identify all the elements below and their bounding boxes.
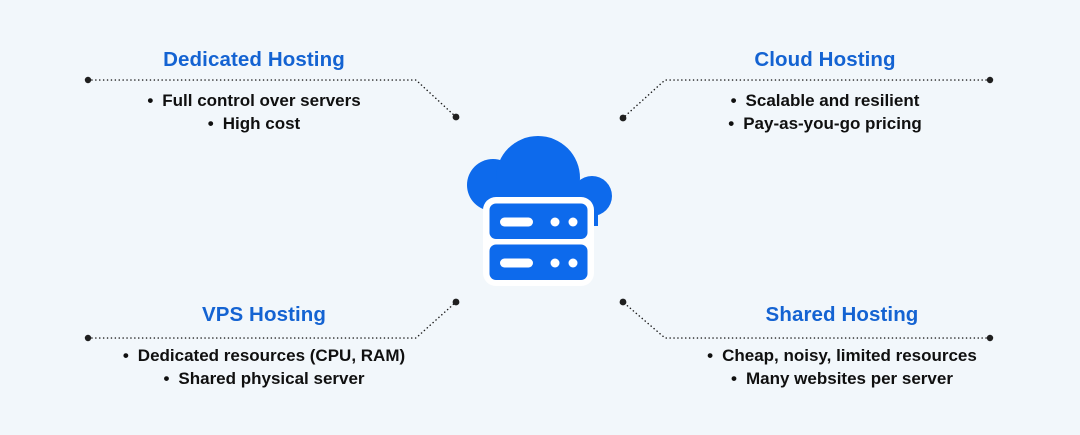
bullet-item: Cheap, noisy, limited resources	[662, 344, 1022, 367]
connector-vps-hosting	[84, 298, 460, 342]
quadrant-vps-hosting: VPS Hosting Dedicated resources (CPU, RA…	[84, 301, 444, 390]
bullet-item: Dedicated resources (CPU, RAM)	[84, 344, 444, 367]
connector-dedicated-hosting	[84, 76, 460, 121]
bullet-item: Many websites per server	[662, 367, 1022, 390]
quadrant-title: Cloud Hosting	[754, 48, 896, 71]
server-rack-shape	[483, 197, 594, 286]
cloud-server-icon	[467, 136, 612, 286]
quadrant-dedicated-hosting: Dedicated Hosting Full control over serv…	[74, 46, 434, 135]
bullet-item: Scalable and resilient	[645, 89, 1005, 112]
connector-cloud-hosting	[619, 76, 994, 122]
bullet-list: Dedicated resources (CPU, RAM) Shared ph…	[84, 344, 444, 390]
quadrant-title: VPS Hosting	[201, 303, 327, 326]
connector-shared-hosting	[619, 298, 994, 342]
bullet-item: Shared physical server	[84, 367, 444, 390]
quadrant-title: Shared Hosting	[765, 303, 919, 326]
bullet-list: Cheap, noisy, limited resources Many web…	[662, 344, 1022, 390]
bullet-list: Scalable and resilient Pay-as-you-go pri…	[645, 89, 1005, 135]
bullet-item: Pay-as-you-go pricing	[645, 112, 1005, 135]
bullet-item: Full control over servers	[74, 89, 434, 112]
bullet-item: High cost	[74, 112, 434, 135]
quadrant-cloud-hosting: Cloud Hosting Scalable and resilient Pay…	[645, 46, 1005, 135]
quadrant-shared-hosting: Shared Hosting Cheap, noisy, limited res…	[662, 301, 1022, 390]
bullet-list: Full control over servers High cost	[74, 89, 434, 135]
quadrant-title: Dedicated Hosting	[163, 48, 345, 71]
